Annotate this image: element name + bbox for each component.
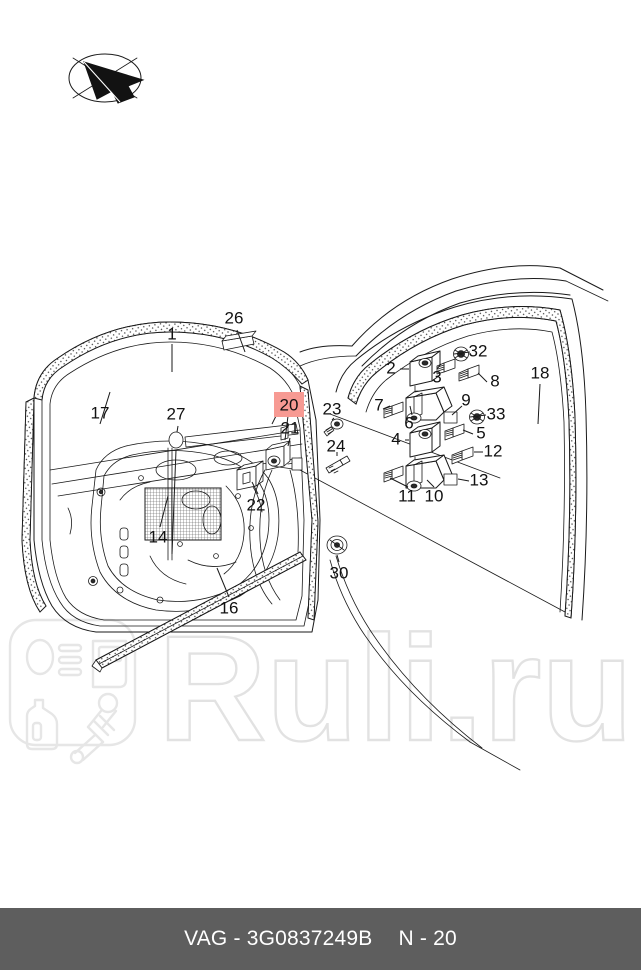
callout-11: 11 — [398, 486, 416, 505]
callout-21: 21 — [281, 418, 300, 437]
washer-32 — [453, 346, 469, 362]
bolt-5 — [444, 423, 465, 441]
callout-20: 20 — [280, 395, 299, 414]
oil-bottle-icon — [25, 698, 59, 751]
callout-13: 13 — [470, 470, 489, 489]
bolt-12 — [451, 446, 474, 465]
callout-17: 17 — [91, 403, 110, 422]
callout-7: 7 — [374, 395, 383, 414]
watermark-logo — [8, 618, 137, 765]
callout-24: 24 — [327, 436, 346, 455]
front-door-assembly — [21, 321, 351, 673]
callout-9: 9 — [461, 390, 470, 409]
door-lock-components — [236, 425, 303, 605]
bolt-23 — [323, 418, 344, 437]
leader-lines — [99, 329, 541, 598]
callout-2: 2 — [386, 358, 395, 377]
bolt-24 — [325, 455, 351, 474]
watermark-text: Ruli.ru — [158, 604, 633, 772]
hinge-assembly-lower — [383, 421, 474, 492]
callout-6: 6 — [404, 413, 413, 432]
callout-26: 26 — [225, 308, 244, 327]
callout-4: 4 — [391, 429, 400, 448]
grommet-30 — [326, 535, 348, 555]
callout-10: 10 — [425, 486, 444, 505]
bolt-7 — [383, 401, 404, 419]
footer-section-label: N - 20 — [398, 927, 457, 950]
left-hand-drive-marker-icon — [68, 53, 145, 104]
washer-33 — [469, 409, 485, 425]
callout-30: 30 — [330, 563, 349, 582]
bolt-3 — [436, 358, 456, 375]
car-body-side — [299, 265, 609, 771]
clip-26 — [221, 330, 257, 351]
callout-14: 14 — [149, 527, 168, 546]
callout-22: 22 — [247, 495, 266, 514]
callout-32: 32 — [469, 341, 488, 360]
callout-1: 1 — [167, 324, 176, 343]
callout-8: 8 — [490, 371, 499, 390]
callout-23: 23 — [323, 399, 342, 418]
callout-3: 3 — [432, 367, 441, 386]
callout-5: 5 — [476, 423, 485, 442]
callout-33: 33 — [487, 404, 506, 423]
callout-18: 18 — [531, 363, 550, 382]
shock-absorber-icon — [69, 692, 119, 765]
highlight-20 — [274, 392, 304, 417]
footer-bar: VAG - 3G0837249B N - 20 — [0, 908, 641, 970]
callout-27: 27 — [167, 404, 186, 423]
headlight-icon — [25, 638, 83, 677]
footer-vag-label: VAG - 3G0837249B — [184, 927, 373, 950]
callout-16: 16 — [220, 598, 239, 617]
callout-12: 12 — [484, 441, 503, 460]
